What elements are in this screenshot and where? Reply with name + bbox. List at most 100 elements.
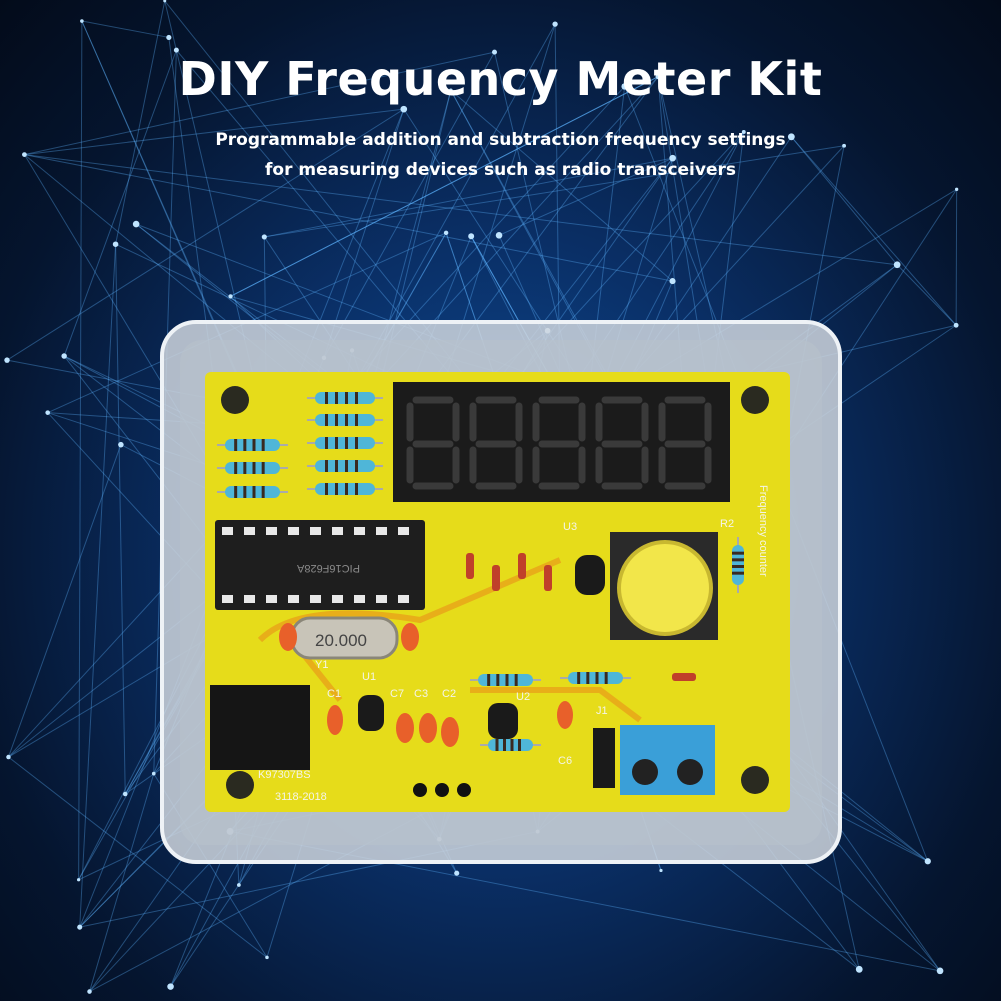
resistor (217, 439, 288, 451)
network-node (228, 294, 233, 299)
network-node (4, 357, 10, 363)
resistor (732, 537, 744, 593)
network-node (167, 983, 174, 990)
display-digit (595, 396, 649, 490)
network-line (230, 76, 659, 297)
subtitle-line-1: Programmable addition and subtraction fr… (215, 130, 786, 150)
network-node (893, 261, 901, 269)
display-digit (658, 396, 712, 490)
network-node (118, 441, 124, 448)
network-node (261, 234, 267, 240)
network-line (450, 89, 673, 282)
network-line (264, 145, 845, 238)
network-node (659, 868, 663, 873)
network-line (498, 157, 673, 236)
label-j1: J1 (596, 705, 608, 717)
network-node (76, 878, 81, 882)
board-label: Frequency counter (757, 485, 769, 577)
label-u1: U1 (362, 671, 376, 683)
network-node (151, 771, 156, 776)
network-line (115, 0, 166, 245)
dc-power-jack[interactable] (210, 685, 310, 770)
network-line (24, 108, 404, 156)
network-line (81, 20, 169, 38)
network-node (443, 230, 449, 236)
page-title: DIY Frequency Meter Kit (178, 52, 823, 106)
network-node (621, 83, 628, 90)
resistor (307, 437, 383, 449)
diode (518, 553, 526, 579)
resistor (307, 483, 383, 495)
network-node (492, 49, 497, 55)
network-node (953, 322, 959, 328)
network-line (790, 136, 898, 266)
network-line (63, 49, 177, 357)
network-node (112, 241, 119, 247)
push-button[interactable] (617, 540, 713, 636)
label-r2: R2 (720, 518, 734, 530)
resistor (480, 739, 541, 751)
network-node (132, 220, 140, 228)
network-line (24, 51, 495, 156)
network-line (955, 189, 958, 326)
network-node (454, 870, 460, 876)
network-node (122, 791, 128, 797)
network-node (173, 47, 179, 53)
network-node (265, 955, 269, 960)
network-node (495, 232, 503, 239)
network-node (448, 88, 453, 93)
network-line (79, 244, 117, 928)
crystal-label: 20.000 (315, 631, 367, 650)
resistor (470, 674, 541, 686)
network-line (7, 444, 122, 758)
network-node (77, 924, 83, 930)
display-digit (406, 396, 460, 490)
network-node (22, 152, 27, 157)
network-node (955, 187, 959, 191)
subtitle-line-2: for measuring devices such as radio tran… (265, 160, 736, 180)
network-node (61, 353, 67, 359)
label-u2: U2 (516, 691, 530, 703)
label-c7: C7 (390, 688, 404, 700)
network-line (8, 756, 268, 958)
network-node (468, 233, 475, 240)
network-line (323, 109, 405, 358)
network-node (45, 410, 51, 415)
board-code: K97307BS (258, 769, 311, 781)
display-digit (469, 396, 523, 490)
network-line (323, 51, 495, 359)
display-digit (532, 396, 586, 490)
chip-label: PIC16F628A (296, 562, 360, 574)
label-u3: U3 (563, 521, 577, 533)
resistor (307, 392, 383, 404)
label-c1: C1 (327, 688, 341, 700)
network-node (237, 883, 241, 887)
board-date: 3118-2018 (275, 791, 327, 803)
resistor (217, 462, 288, 474)
network-node (924, 858, 931, 865)
diode (492, 565, 500, 591)
network-line (790, 136, 957, 326)
microcontroller-chip (215, 520, 425, 610)
diode (544, 565, 552, 591)
label-c2: C2 (442, 688, 456, 700)
network-node (163, 0, 167, 3)
network-line (24, 154, 673, 282)
resistor (560, 672, 631, 684)
network-line (230, 76, 659, 297)
network-line (78, 21, 83, 880)
network-line (115, 244, 126, 795)
label-c3: C3 (414, 688, 428, 700)
network-line (6, 108, 405, 361)
resistor (307, 414, 383, 426)
network-line (264, 157, 673, 238)
terminal-block[interactable] (620, 725, 715, 795)
network-node (166, 34, 172, 41)
network-line (230, 76, 659, 297)
network-node (842, 143, 847, 148)
network-node (655, 74, 661, 80)
network-node (87, 989, 92, 994)
resistor (217, 486, 288, 498)
diode (672, 673, 696, 681)
